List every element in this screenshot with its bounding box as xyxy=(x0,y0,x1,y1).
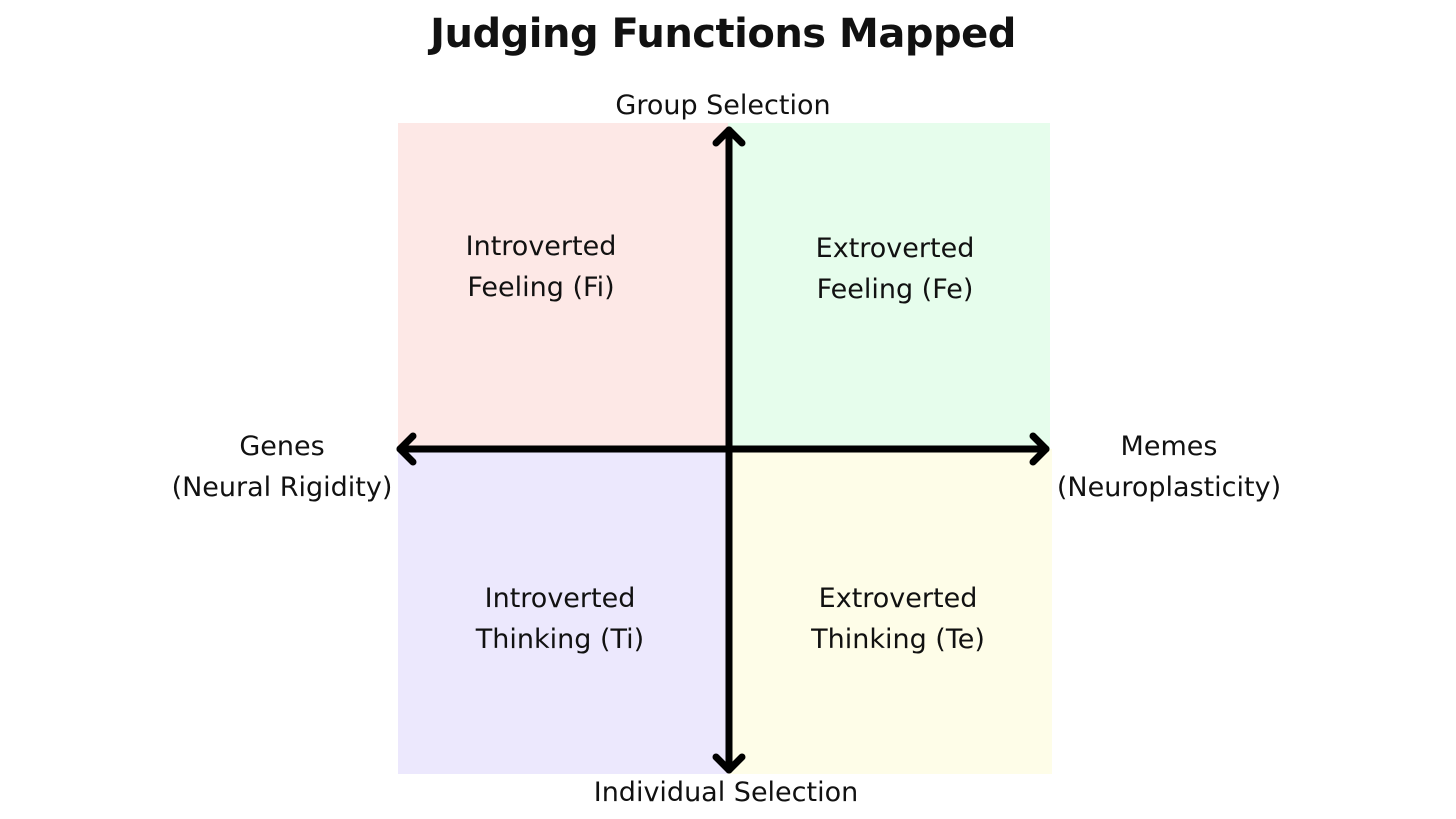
quadrant-top-right xyxy=(728,123,1050,449)
quadrant-label-fe-line1: Extroverted xyxy=(815,233,975,264)
axis-label-right-line1: Memes xyxy=(1120,431,1218,462)
quadrant-bottom-left xyxy=(398,449,728,774)
quadrant-label-te: Extroverted Thinking (Te) xyxy=(748,578,1048,660)
axis-label-left: Genes (Neural Rigidity) xyxy=(132,426,432,508)
quadrant-label-te-line2: Thinking (Te) xyxy=(811,624,985,655)
axis-label-top: Group Selection xyxy=(615,90,831,121)
quadrant-label-ti-line2: Thinking (Ti) xyxy=(475,624,645,655)
quadrant-label-fi-line1: Introverted xyxy=(465,231,617,262)
quadrant-label-fi-line2: Feeling (Fi) xyxy=(467,272,615,303)
arrowhead-down xyxy=(712,753,746,774)
axis-label-left-line2: (Neural Rigidity) xyxy=(171,472,393,503)
quadrant-label-te-line1: Extroverted xyxy=(818,583,978,614)
quadrant-label-fi: Introverted Feeling (Fi) xyxy=(391,226,691,308)
arrowhead-right xyxy=(1029,432,1050,466)
quadrant-top-left xyxy=(398,123,728,449)
diagram-title: Judging Functions Mapped xyxy=(430,11,1016,57)
quadrant-label-fe-line2: Feeling (Fe) xyxy=(816,274,974,305)
axis-label-right-line2: (Neuroplasticity) xyxy=(1056,472,1282,503)
quadrant-label-fe: Extroverted Feeling (Fe) xyxy=(745,228,1045,310)
arrowhead-up xyxy=(712,126,746,147)
quadrant-label-ti: Introverted Thinking (Ti) xyxy=(410,578,710,660)
axis-label-right: Memes (Neuroplasticity) xyxy=(1019,426,1319,508)
quadrant-label-ti-line1: Introverted xyxy=(484,583,636,614)
arrowhead-left xyxy=(396,432,417,466)
quadrant-bottom-right xyxy=(728,449,1052,774)
axis-label-bottom: Individual Selection xyxy=(593,777,859,808)
axis-label-left-line1: Genes xyxy=(239,431,325,462)
